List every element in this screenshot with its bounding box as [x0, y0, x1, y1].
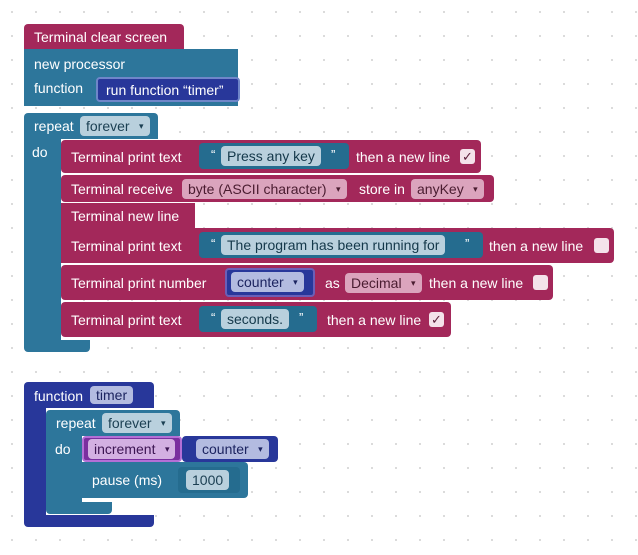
function-name-field[interactable]: timer	[90, 386, 134, 404]
repeat-block-arm: do	[24, 138, 61, 344]
function-block-arm	[24, 407, 46, 519]
repeat-block[interactable]: repeat forever ▾	[24, 113, 158, 139]
chevron-down-icon: ▾	[473, 184, 478, 194]
counter-variable-value: counter	[237, 274, 284, 290]
do-label: do	[55, 441, 71, 457]
number-format-dropdown[interactable]: Decimal ▾	[345, 273, 422, 293]
pause-duration-field[interactable]: 1000	[186, 470, 230, 490]
chevron-down-icon: ▾	[293, 277, 298, 287]
counter-variable-block[interactable]: counter ▾	[225, 268, 315, 297]
text-string-field[interactable]: The program has been running for	[221, 235, 446, 255]
counter-variable-block[interactable]: counter ▾	[182, 436, 278, 462]
terminal-print-text-block[interactable]: Terminal print text “ The program has be…	[61, 228, 614, 263]
increment-block[interactable]: increment ▾	[82, 436, 182, 462]
new-line-block-label: Terminal new line	[71, 208, 180, 224]
terminal-receive-block[interactable]: Terminal receive byte (ASCII character) ▾…	[61, 175, 494, 202]
as-label: as	[325, 275, 340, 291]
chevron-down-icon: ▾	[411, 278, 416, 288]
receive-type-dropdown[interactable]: byte (ASCII character) ▾	[182, 179, 347, 199]
run-function-label: run function “timer”	[106, 82, 224, 98]
counter-variable-dropdown[interactable]: counter ▾	[231, 272, 304, 292]
open-quote-icon: “	[211, 236, 216, 251]
open-quote-icon: “	[211, 147, 216, 162]
function-label: function	[34, 388, 84, 404]
new-line-checkbox[interactable]	[594, 238, 609, 253]
print-number-label: Terminal print number	[71, 275, 207, 291]
pause-label: pause (ms)	[92, 472, 163, 488]
repeat-mode-value: forever	[86, 118, 130, 134]
function-label: function	[34, 80, 84, 96]
new-line-checkbox[interactable]	[533, 275, 548, 290]
chevron-down-icon: ▾	[258, 444, 263, 454]
store-in-label: store in	[359, 181, 405, 197]
terminal-print-number-block[interactable]: Terminal print number counter ▾ as Decima…	[61, 265, 553, 300]
repeat-block-foot	[46, 502, 112, 514]
block-notch	[140, 49, 238, 75]
repeat-label: repeat	[34, 118, 74, 134]
open-quote-icon: “	[211, 310, 216, 325]
new-line-checkbox[interactable]: ✓	[429, 312, 444, 327]
chevron-down-icon: ▾	[139, 121, 144, 131]
new-line-label: then a new line	[429, 275, 524, 291]
receive-label: Terminal receive	[71, 181, 173, 197]
store-variable-dropdown[interactable]: anyKey ▾	[411, 179, 484, 199]
function-definition-block[interactable]: function timer	[24, 382, 154, 408]
repeat-mode-dropdown[interactable]: forever ▾	[80, 116, 150, 136]
print-text-label: Terminal print text	[71, 312, 182, 328]
new-line-label: then a new line	[489, 238, 584, 254]
terminal-clear-screen-block[interactable]: Terminal clear screen	[24, 24, 184, 49]
close-quote-icon: ”	[465, 236, 470, 251]
number-block[interactable]: 1000	[178, 467, 240, 493]
text-string-field[interactable]: seconds.	[221, 309, 290, 329]
print-text-label: Terminal print text	[71, 149, 182, 165]
counter-variable-value: counter	[202, 441, 249, 457]
function-block-foot	[24, 515, 154, 527]
new-line-label: then a new line	[327, 312, 422, 328]
new-line-label: then a new line	[356, 149, 451, 165]
receive-type-value: byte (ASCII character)	[188, 181, 327, 197]
text-string-block[interactable]: “ The program has been running for ”	[199, 232, 483, 258]
repeat-block[interactable]: repeat forever ▾	[46, 410, 180, 436]
store-variable-value: anyKey	[417, 181, 464, 197]
repeat-block-arm: do	[46, 435, 82, 507]
text-string-field[interactable]: Press any key	[221, 146, 321, 166]
clear-screen-label: Terminal clear screen	[34, 29, 168, 45]
repeat-mode-dropdown[interactable]: forever ▾	[102, 413, 172, 433]
run-function-timer-block[interactable]: run function “timer”	[96, 77, 240, 102]
increment-mode-value: increment	[94, 441, 156, 457]
repeat-mode-value: forever	[108, 415, 152, 431]
text-string-block[interactable]: “ Press any key ”	[199, 143, 349, 169]
chevron-down-icon: ▾	[335, 184, 341, 194]
do-label: do	[32, 144, 48, 160]
close-quote-icon: ”	[299, 310, 304, 325]
terminal-new-line-block[interactable]: Terminal new line	[61, 203, 195, 228]
close-quote-icon: ”	[331, 147, 336, 162]
terminal-print-text-block[interactable]: Terminal print text “ Press any key ” th…	[61, 140, 481, 173]
print-text-label: Terminal print text	[71, 238, 182, 254]
new-processor-label: new processor	[34, 56, 126, 72]
increment-mode-dropdown[interactable]: increment ▾	[88, 439, 176, 459]
new-line-checkbox[interactable]: ✓	[460, 149, 475, 164]
counter-variable-dropdown[interactable]: counter ▾	[196, 439, 269, 459]
chevron-down-icon: ▾	[161, 418, 166, 428]
terminal-print-text-block[interactable]: Terminal print text “ seconds. ” then a …	[61, 302, 451, 337]
repeat-block-foot	[24, 340, 90, 352]
repeat-label: repeat	[56, 415, 96, 431]
number-format-value: Decimal	[351, 275, 402, 291]
pause-block[interactable]: pause (ms) 1000	[82, 462, 248, 498]
text-string-block[interactable]: “ seconds. ”	[199, 306, 317, 332]
chevron-down-icon: ▾	[164, 444, 170, 454]
